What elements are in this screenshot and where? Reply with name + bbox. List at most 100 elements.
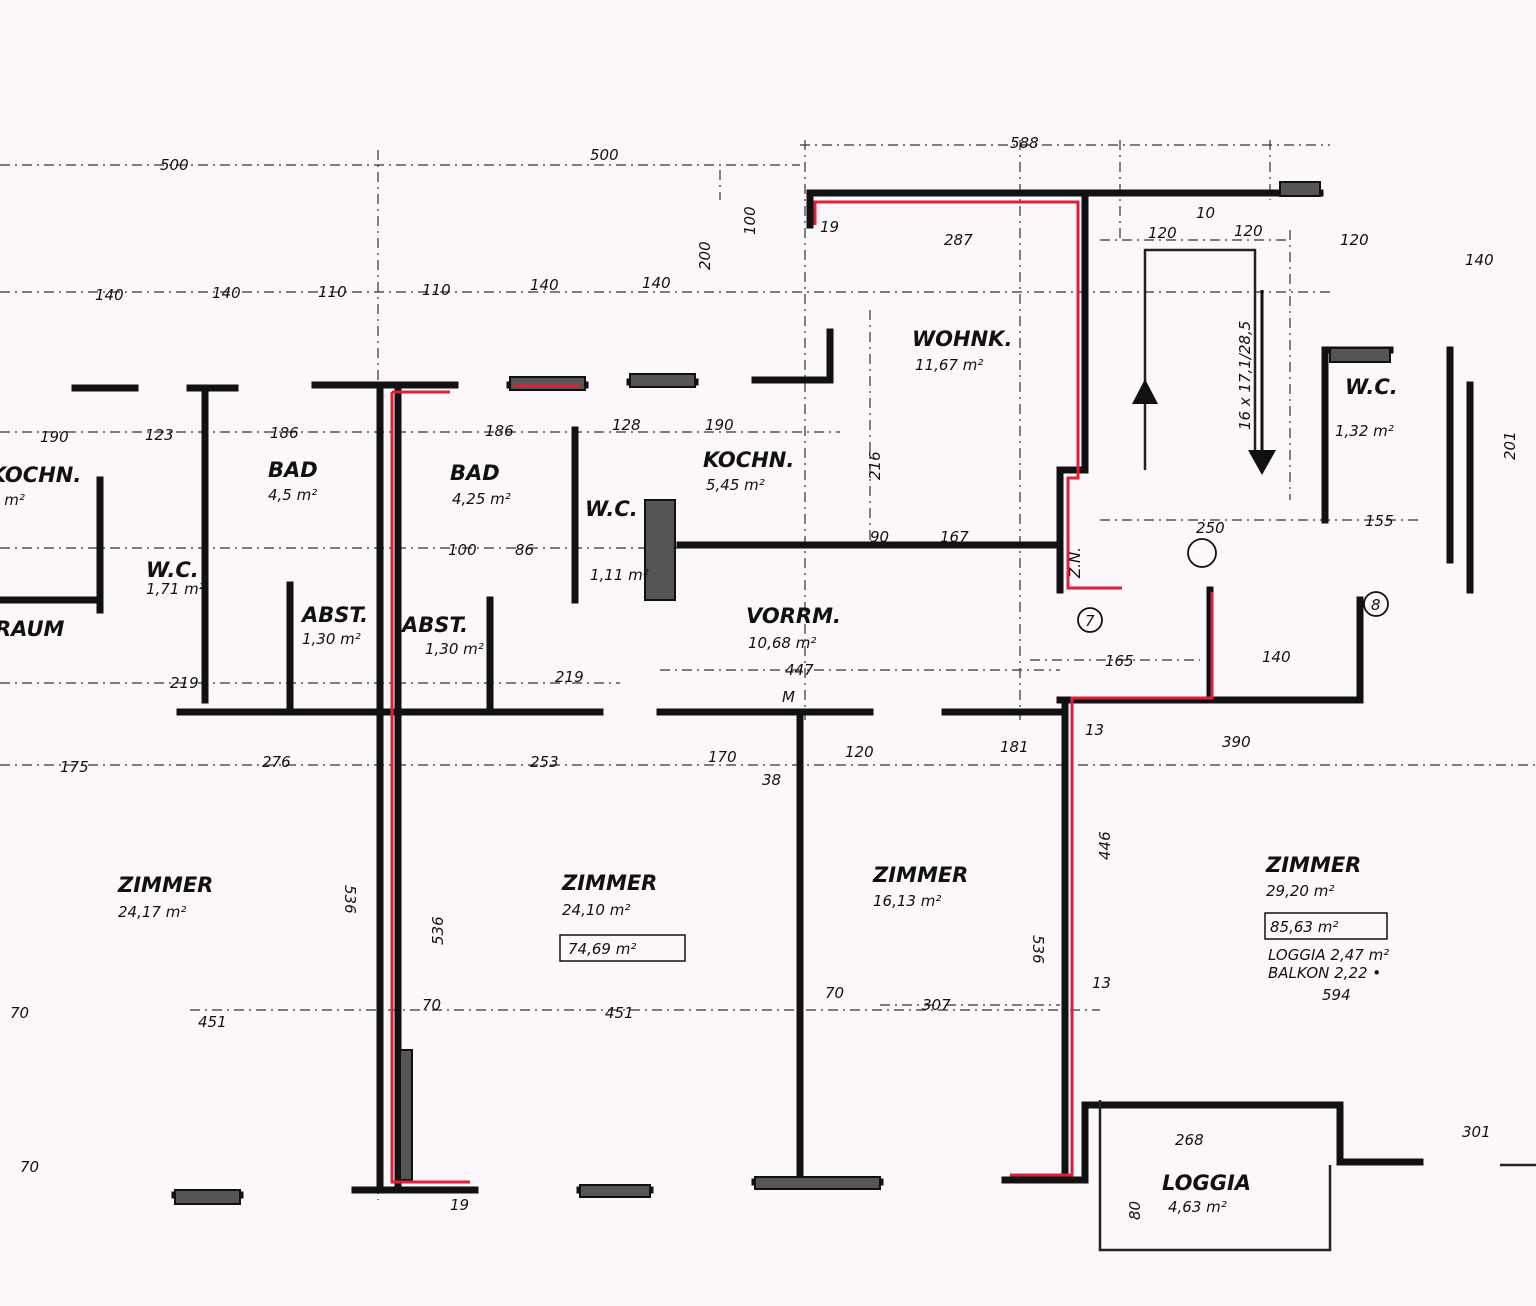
- dimension-label: 120: [1340, 231, 1369, 249]
- room-area: 24,10 m²: [562, 901, 630, 919]
- dimension-label: 175: [60, 758, 89, 776]
- room-name: ZIMMER: [872, 863, 968, 887]
- total-area-box: 74,69 m²: [568, 940, 636, 958]
- room-area: 1,11 m²: [590, 566, 649, 584]
- dimension-label: 250: [1196, 519, 1225, 537]
- dimension-label: 19: [820, 218, 839, 236]
- room-name: BAD: [450, 461, 500, 485]
- dimension-label: 100: [448, 541, 477, 559]
- dimension-label: 268: [1175, 1131, 1204, 1149]
- dimension-label: 86: [515, 541, 534, 559]
- balkon-area: BALKON 2,22 •: [1268, 964, 1381, 982]
- dimension-label: 70: [10, 1004, 29, 1022]
- dimension-label: 16 x 17,1/28,5: [1236, 321, 1254, 430]
- dimension-label: 536: [341, 885, 359, 914]
- dimension-label: 123: [145, 426, 174, 444]
- dimension-label: 120: [845, 743, 874, 761]
- dimension-label: 140: [1465, 251, 1494, 269]
- walls: [0, 181, 1536, 1252]
- dimension-label: 100: [741, 206, 759, 235]
- room-name: VORRM.: [746, 604, 841, 628]
- room-area: 5,45 m²: [706, 476, 765, 494]
- dimension-label: 10: [1196, 204, 1215, 222]
- dimension-label: 140: [642, 274, 671, 292]
- dimension-label: 186: [270, 424, 299, 442]
- room-area: 1,30 m²: [425, 640, 484, 658]
- dimension-label: 190: [40, 428, 69, 446]
- dimension-label: 219: [555, 668, 584, 686]
- loggia-area: LOGGIA 2,47 m²: [1268, 946, 1389, 964]
- dimension-label: 155: [1365, 512, 1394, 530]
- room-name: LOGGIA: [1162, 1171, 1251, 1195]
- dimension-label: 276: [262, 753, 291, 771]
- dimension-label: 190: [705, 416, 734, 434]
- room-name: WOHNK.: [912, 327, 1012, 351]
- dimension-label: 594: [1322, 986, 1351, 1004]
- dimension-label: 70: [825, 984, 844, 1002]
- axis-marker: 8: [1371, 596, 1381, 614]
- room-name: W.C.: [1345, 375, 1398, 399]
- dimension-label: 451: [198, 1013, 227, 1031]
- highlighted-wall-line: [390, 200, 1214, 1184]
- room-area: 4,25 m²: [452, 490, 511, 508]
- room-area: 10,68 m²: [748, 634, 816, 652]
- dimension-label: 446: [1096, 831, 1114, 860]
- dimension-label: 186: [485, 422, 514, 440]
- room-name: KOCHN.: [703, 448, 794, 472]
- room-area: 4,5 m²: [268, 486, 317, 504]
- markers: 7 8 M Z.N.: [782, 538, 1389, 706]
- room-name: ABST.: [400, 613, 468, 637]
- dimension-label: 447: [785, 661, 814, 679]
- dimension-label: 140: [95, 286, 124, 304]
- dimension-labels: 500 500 588 287 140 140 110 110 140 140 …: [10, 134, 1519, 1220]
- dimension-label: 38: [762, 771, 781, 789]
- room-name: KOCHN.: [0, 463, 81, 487]
- dimension-label: 140: [1262, 648, 1291, 666]
- dimension-label: 253: [530, 753, 559, 771]
- dimension-label: 13: [1085, 721, 1104, 739]
- dimension-label: 301: [1462, 1123, 1491, 1141]
- axis-marker: Z.N.: [1066, 547, 1084, 579]
- dimension-label: 588: [1010, 134, 1039, 152]
- dimension-label: 19: [450, 1196, 469, 1214]
- axis-marker: M: [782, 688, 795, 706]
- dimension-label: 500: [590, 146, 619, 164]
- dimension-label: 167: [940, 528, 969, 546]
- dimension-label: 390: [1222, 733, 1251, 751]
- stair-arrow-icon: [1132, 290, 1276, 475]
- room-name: ABST.: [300, 603, 368, 627]
- dimension-label: 181: [1000, 738, 1029, 756]
- dimension-label: 128: [612, 416, 641, 434]
- room-name: ZIMMER: [561, 871, 657, 895]
- dimension-lines: [0, 140, 1536, 1200]
- room-area: 1,32 m²: [1335, 422, 1394, 440]
- dimension-label: 90: [870, 528, 889, 546]
- dimension-label: 201: [1501, 431, 1519, 460]
- dimension-label: 70: [20, 1158, 39, 1176]
- dimension-label: 140: [212, 284, 241, 302]
- room-area: 5 m²: [0, 491, 25, 509]
- dimension-label: 200: [696, 241, 714, 270]
- dimension-label: 287: [944, 231, 973, 249]
- dimension-label: 170: [708, 748, 737, 766]
- dimension-label: 80: [1126, 1201, 1144, 1220]
- room-area: 1,71 m²: [146, 580, 205, 598]
- room-name: W.C.: [146, 558, 199, 582]
- dimension-label: 110: [422, 281, 451, 299]
- room-area: 1,30 m²: [302, 630, 361, 648]
- dimension-label: 536: [429, 916, 447, 945]
- room-labels: ZIMMER 24,17 m² ZIMMER 24,10 m² 74,69 m²…: [0, 327, 1398, 1216]
- room-name: ZIMMER: [1265, 853, 1361, 877]
- total-area-box: 85,63 m²: [1270, 918, 1338, 936]
- room-area: 11,67 m²: [915, 356, 983, 374]
- dimension-label: 536: [1029, 935, 1047, 964]
- room-area: 29,20 m²: [1266, 882, 1334, 900]
- dimension-label: 140: [530, 276, 559, 294]
- axis-marker: 7: [1085, 612, 1095, 630]
- dimension-label: 165: [1105, 652, 1134, 670]
- dimension-label: 120: [1234, 222, 1263, 240]
- room-name: RAUM: [0, 617, 65, 641]
- room-name: W.C.: [585, 497, 638, 521]
- room-area: 16,13 m²: [873, 892, 941, 910]
